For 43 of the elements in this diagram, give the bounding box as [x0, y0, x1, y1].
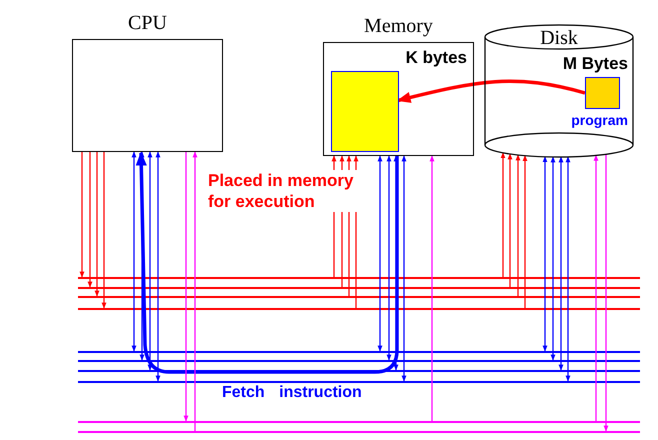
bus-wire [140, 151, 144, 361]
bus-wire [522, 155, 528, 308]
data-block [331, 71, 399, 152]
bus-wire [148, 151, 152, 371]
arrow [136, 152, 399, 374]
capacity-label: K bytes [406, 48, 467, 68]
bus-wire [88, 152, 92, 288]
bus-line [78, 277, 640, 278]
bus-wire [594, 154, 598, 421]
bus-wire [378, 155, 382, 352]
bus-line [78, 287, 640, 288]
bus-wire [102, 152, 106, 309]
bus-wire [516, 154, 520, 296]
bus-wire [80, 152, 84, 278]
capacity-label: M Bytes [562, 54, 628, 74]
bus-wire [542, 156, 548, 352]
bus-line [78, 351, 640, 352]
bus-wire [508, 153, 512, 287]
unit-title: CPU [128, 12, 167, 34]
bus-line [78, 370, 640, 372]
bus-line [78, 381, 640, 382]
bus-wire [394, 155, 398, 371]
bus-wire [386, 155, 392, 361]
bus-line [78, 296, 640, 298]
bus-line [78, 308, 640, 310]
bus-wire [192, 151, 198, 431]
bus-line [78, 431, 640, 432]
bus-wire [604, 154, 608, 432]
bus-wire [94, 152, 100, 297]
bus-wire [558, 156, 564, 371]
bus-wire [500, 152, 506, 277]
bus-wire [430, 155, 434, 421]
bus-line [78, 421, 640, 422]
block-caption: program [571, 112, 628, 128]
bus-wire [156, 151, 160, 382]
bus-wire [566, 156, 570, 382]
bus-line [78, 360, 640, 362]
unit-title: Memory [364, 15, 433, 37]
disk-title: Disk [540, 27, 578, 49]
bus-wire [132, 151, 136, 352]
bus-wire [402, 155, 406, 382]
bus-wire [184, 152, 188, 422]
bus-wire [550, 156, 556, 361]
